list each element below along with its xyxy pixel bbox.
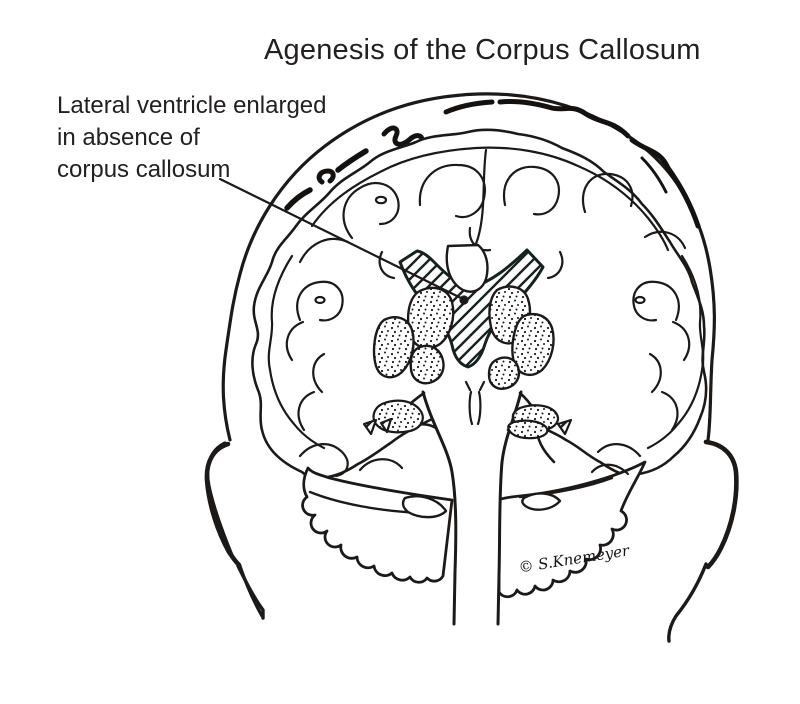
figure-title: Agenesis of the Corpus Callosum <box>264 34 701 66</box>
leader <box>218 177 469 305</box>
third-ventricle <box>464 380 486 426</box>
cerebral-cortex-gyri <box>285 163 691 478</box>
head-outline <box>204 92 739 643</box>
right-cheek <box>667 562 708 643</box>
midline-gyrus <box>445 243 489 293</box>
callout-line-2: in absence of <box>57 124 200 151</box>
stippled-basal-ganglia <box>372 285 555 390</box>
left-ear <box>204 441 242 568</box>
right-ear <box>703 439 739 570</box>
callout-line-3: corpus callosum <box>57 156 231 183</box>
cerebellum <box>301 460 647 599</box>
cerebellum-left-leaf <box>401 495 448 519</box>
leader-line <box>218 177 463 300</box>
callout-line-1: Lateral ventricle enlarged <box>57 92 327 119</box>
stippled-hippocampi <box>362 399 573 440</box>
left-cheek <box>236 564 265 620</box>
cerebellum-right-leaf <box>521 492 562 511</box>
cerebellum-left <box>301 466 454 584</box>
brainstem-left-line <box>421 390 458 626</box>
leader-dot <box>459 295 469 305</box>
cerebellum-right <box>497 460 647 599</box>
ventricle-callout-label: Lateral ventricle enlarged in absence of… <box>57 90 327 186</box>
hair-strokes <box>284 99 701 229</box>
